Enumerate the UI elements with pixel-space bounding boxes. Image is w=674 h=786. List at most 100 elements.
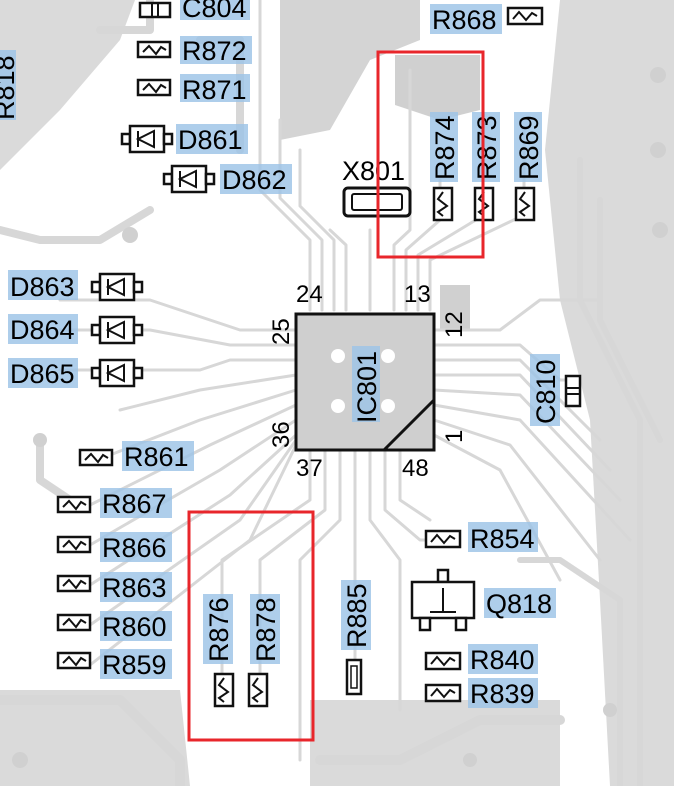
via xyxy=(603,703,617,717)
label-highlight xyxy=(430,112,458,182)
ref-label: R861 xyxy=(124,442,189,472)
trace-left-wide-1 xyxy=(0,206,154,244)
component-x801: X801 xyxy=(342,156,412,218)
copper-pour-ic-right xyxy=(440,285,470,330)
component-r872: R872 xyxy=(136,36,252,66)
trace-ic-fan-top-1 xyxy=(258,0,312,312)
resistor-vertical-icon xyxy=(514,186,536,222)
component-c804: C804 xyxy=(138,0,250,23)
resistor-icon xyxy=(424,651,462,671)
ref-label: D862 xyxy=(222,165,287,195)
ic-mount-hole xyxy=(381,399,395,413)
resistor-vertical-icon xyxy=(345,658,363,696)
label-highlight xyxy=(484,588,556,618)
label-highlight xyxy=(180,36,252,64)
label-highlight xyxy=(8,314,78,344)
label-highlight xyxy=(0,50,16,120)
trace-bottom-left-wide xyxy=(0,695,185,786)
label-highlight xyxy=(8,358,78,388)
component-r874: R874 xyxy=(430,112,460,222)
copper-pour-left xyxy=(0,0,135,170)
ref-label: R818 xyxy=(0,55,20,120)
transistor-icon xyxy=(410,568,476,632)
trace-ic-fan-left-6 xyxy=(88,403,298,507)
component-d864: D864 xyxy=(8,314,144,345)
ref-label: R860 xyxy=(102,612,167,642)
component-d863: D863 xyxy=(8,270,144,302)
component-r839: R839 xyxy=(424,678,538,709)
component-r840: R840 xyxy=(424,644,538,675)
label-highlight xyxy=(176,124,248,154)
trace-ic-fan-top-3 xyxy=(298,148,336,312)
diode-icon xyxy=(90,315,144,345)
ref-label: D865 xyxy=(10,359,75,389)
label-highlight xyxy=(100,611,172,641)
ref-label: Q818 xyxy=(486,589,552,619)
ic-pin1-marker xyxy=(382,398,436,452)
ref-label: R885 xyxy=(342,583,372,648)
resistor-icon xyxy=(56,535,92,554)
ref-label: C810 xyxy=(531,359,561,424)
component-r863: R863 xyxy=(56,572,172,603)
label-highlight xyxy=(530,354,560,426)
resistor-icon xyxy=(424,529,462,549)
copper-pour-right xyxy=(545,0,674,786)
label-highlight xyxy=(468,678,538,708)
trace-ic-fan-left-7 xyxy=(88,418,298,547)
component-q818: Q818 xyxy=(410,568,556,632)
resistor-icon xyxy=(136,40,172,59)
label-highlight xyxy=(180,0,250,20)
component-r818-partial: R818 xyxy=(0,50,20,120)
ic-mount-hole xyxy=(331,399,345,413)
trace-ic-fan-top-8 xyxy=(416,213,486,312)
resistor-icon xyxy=(136,78,172,97)
ic-ref-label: IC801 xyxy=(352,351,382,423)
ref-label: R839 xyxy=(470,679,535,709)
diode-icon xyxy=(162,164,216,194)
ic-mount-hole xyxy=(381,349,395,363)
via xyxy=(650,67,666,83)
trace-ic-fan-right-4 xyxy=(432,373,612,472)
ref-label: R854 xyxy=(470,524,535,554)
ref-label: R869 xyxy=(514,115,544,180)
trace-ic-fan-right-1 xyxy=(432,298,602,332)
component-r876: R876 xyxy=(203,594,235,708)
copper-pour-top-center xyxy=(280,0,420,140)
component-d862: D862 xyxy=(162,164,292,195)
label-highlight xyxy=(100,532,172,562)
ref-label: C804 xyxy=(182,0,247,23)
component-r854: R854 xyxy=(424,522,538,554)
trace-ic-fan-bottom-3 xyxy=(298,450,342,762)
ref-label: D861 xyxy=(178,125,243,155)
ic-pin-label-12: 12 xyxy=(441,311,468,338)
trace-ic-fan-right-5 xyxy=(432,388,622,502)
ref-label: R874 xyxy=(430,115,460,180)
ref-label: D864 xyxy=(10,315,75,345)
trace-ic-fan-right-3 xyxy=(432,358,602,442)
label-highlight xyxy=(203,594,233,664)
label-highlight xyxy=(100,572,172,602)
label-highlight xyxy=(468,644,538,674)
capacitor-icon xyxy=(564,374,582,408)
resistor-icon xyxy=(78,448,114,467)
resistor-icon xyxy=(56,651,92,670)
ref-label: R873 xyxy=(472,115,502,180)
component-r859: R859 xyxy=(56,649,172,680)
ref-label: R866 xyxy=(102,533,167,563)
ic-pin-label-13: 13 xyxy=(404,281,431,308)
component-d865: D865 xyxy=(8,358,144,389)
callout-box-bottom xyxy=(187,510,315,742)
trace-ic-fan-top-6 xyxy=(392,68,412,312)
ref-label: D863 xyxy=(10,272,75,302)
ic-pin-label-25: 25 xyxy=(268,318,295,345)
component-r868: R868 xyxy=(430,4,544,35)
label-highlight xyxy=(8,270,78,300)
component-r860: R860 xyxy=(56,611,172,642)
label-highlight xyxy=(100,649,172,679)
component-r871: R871 xyxy=(136,74,250,105)
resistor-vertical-icon xyxy=(432,186,454,222)
resistor-vertical-icon xyxy=(247,672,269,708)
ref-label: R863 xyxy=(102,573,167,603)
ic-pin-label-48: 48 xyxy=(402,455,429,482)
trace-ic-fan-right-8 xyxy=(432,433,562,582)
